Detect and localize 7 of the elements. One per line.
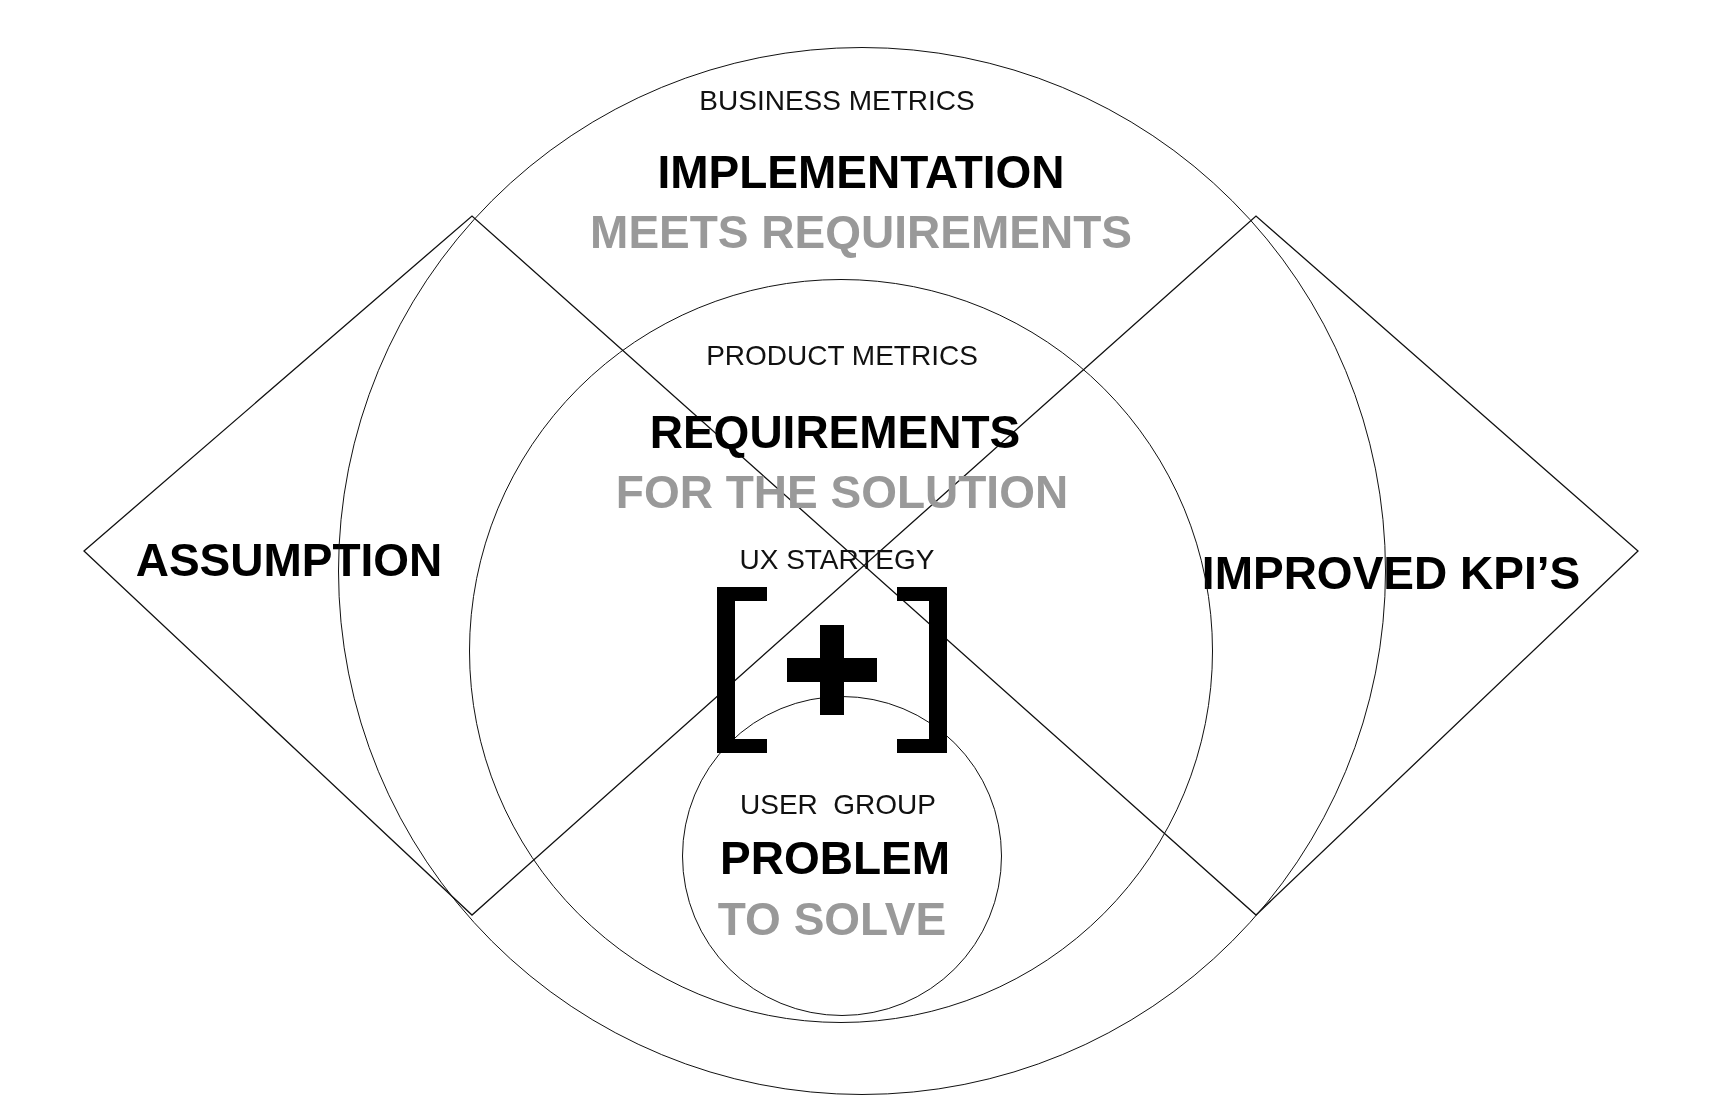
group-label: USER GROUP	[740, 791, 936, 819]
assumption-label: ASSUMPTION	[135, 537, 443, 583]
metric-label: PRODUCT METRICS	[706, 342, 978, 370]
metric-label: BUSINESS METRICS	[699, 87, 975, 115]
heading: PROBLEM	[720, 835, 950, 881]
subheading: TO SOLVE	[717, 896, 947, 942]
heading: IMPLEMENTATION	[657, 149, 1065, 195]
